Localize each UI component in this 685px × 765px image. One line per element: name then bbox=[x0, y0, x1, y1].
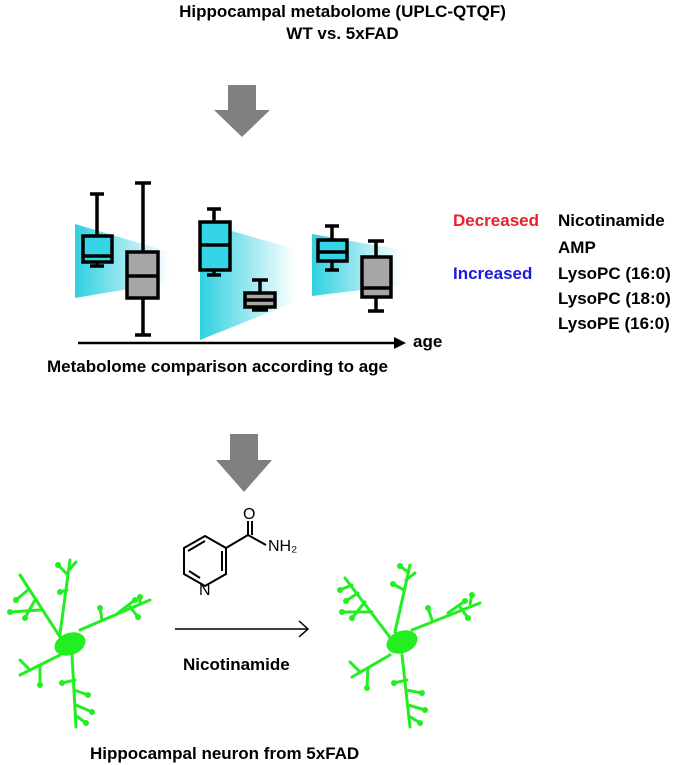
increased-item: LysoPE (16:0) bbox=[558, 314, 670, 333]
atom-n: N bbox=[199, 582, 211, 599]
increased-item: LysoPC (16:0) bbox=[558, 264, 671, 283]
down-arrow-2 bbox=[216, 434, 272, 492]
comparison-caption: Metabolome comparison according to age bbox=[47, 357, 389, 376]
decreased-label: Decreased bbox=[453, 211, 540, 230]
fad-box-2 bbox=[243, 278, 277, 312]
atom-nh2: NH₂ bbox=[268, 538, 298, 555]
atom-o: O bbox=[243, 506, 256, 523]
treatment-arrow bbox=[175, 620, 310, 638]
neuron-caption: Hippocampal neuron from 5xFAD bbox=[90, 744, 360, 763]
treatment-label: Nicotinamide bbox=[183, 655, 290, 674]
neuron-after bbox=[337, 563, 482, 729]
wt-box-1 bbox=[81, 192, 114, 268]
decreased-item: Nicotinamide bbox=[558, 211, 665, 230]
neuron-before bbox=[7, 558, 152, 729]
down-arrow-1 bbox=[214, 85, 270, 137]
fad-box-3 bbox=[360, 239, 393, 313]
age-group-3 bbox=[312, 224, 402, 313]
increased-label: Increased bbox=[453, 264, 533, 283]
decreased-item: AMP bbox=[558, 238, 596, 257]
fad-box-1 bbox=[125, 181, 160, 337]
age-axis-label: age bbox=[413, 332, 443, 351]
age-group-2 bbox=[198, 207, 295, 340]
title-line-1: Hippocampal metabolome (UPLC-QTQF) bbox=[179, 2, 506, 21]
age-axis-arrow bbox=[78, 337, 406, 349]
wt-box-2 bbox=[198, 207, 232, 277]
wt-box-3 bbox=[316, 224, 349, 272]
nicotinamide-structure bbox=[183, 521, 267, 588]
increased-item: LysoPC (18:0) bbox=[558, 289, 671, 308]
title-line-2: WT vs. 5xFAD bbox=[286, 24, 399, 43]
age-group-1 bbox=[75, 181, 170, 337]
